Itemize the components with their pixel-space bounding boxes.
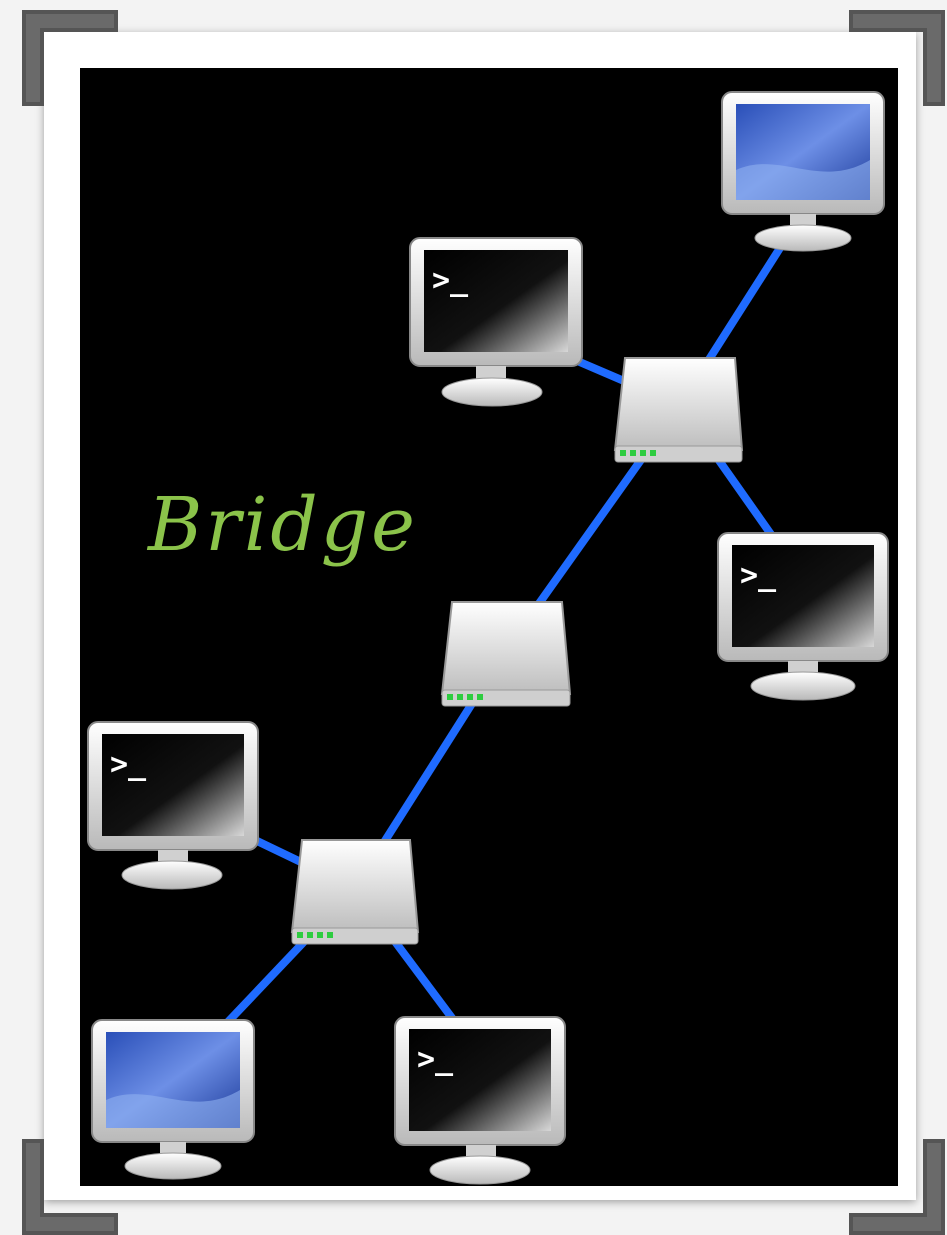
frame-corner-bottom-left bbox=[22, 1139, 118, 1235]
frame-corner-top-left bbox=[22, 10, 118, 106]
terminal-monitor-left: >_ bbox=[87, 721, 259, 890]
prompt-symbol: >_ bbox=[432, 263, 469, 298]
desktop-monitor-top-right bbox=[721, 91, 885, 252]
prompt-symbol: >_ bbox=[417, 1042, 454, 1077]
switch-bottom bbox=[290, 839, 420, 945]
switch-middle bbox=[440, 601, 572, 707]
bridge-label: Bridge bbox=[148, 482, 418, 568]
frame-corner-bottom-right bbox=[849, 1139, 945, 1235]
terminal-monitor-bottom: >_ bbox=[394, 1016, 566, 1185]
terminal-monitor-right: >_ bbox=[717, 532, 889, 701]
frame-corner-top-right bbox=[849, 10, 945, 106]
prompt-symbol: >_ bbox=[740, 558, 777, 593]
switch-top bbox=[613, 357, 744, 463]
prompt-symbol: >_ bbox=[110, 747, 147, 782]
desktop-monitor-bottom-left bbox=[91, 1019, 255, 1180]
terminal-monitor-upper: >_ bbox=[409, 237, 583, 407]
